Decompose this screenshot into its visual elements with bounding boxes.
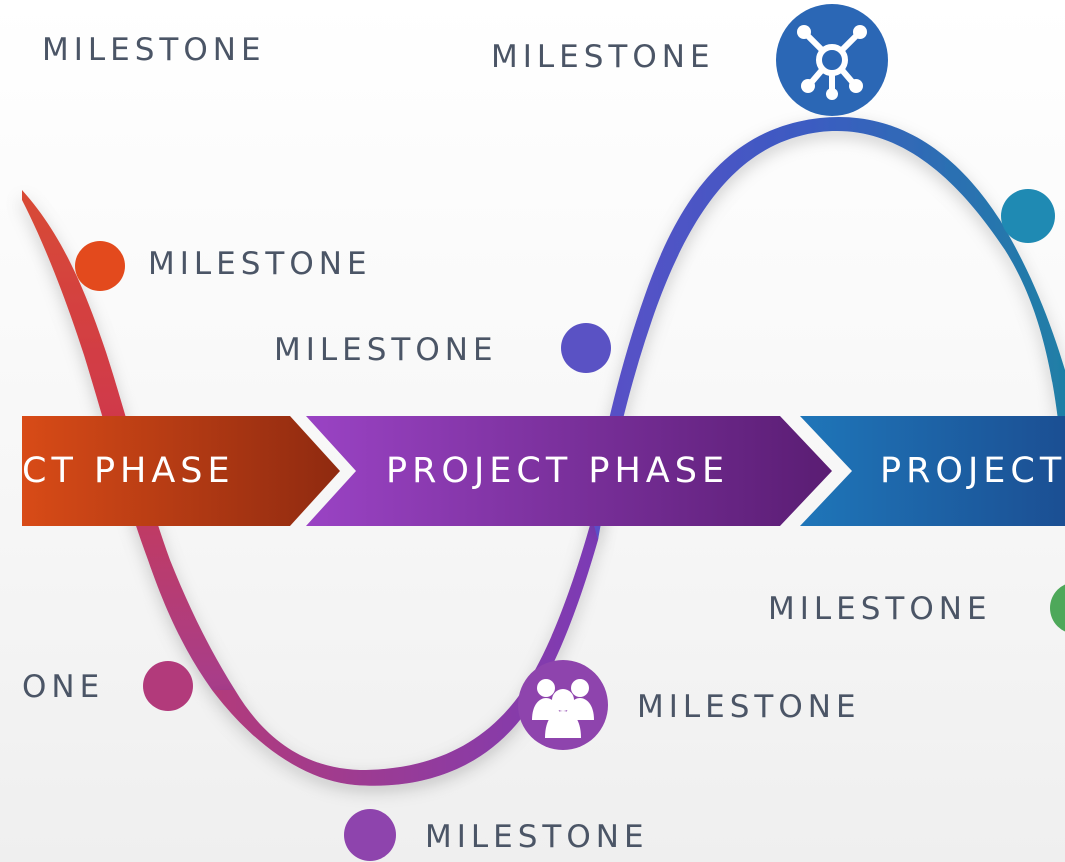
- milestone-label-top-left: MILESTONE: [42, 32, 266, 68]
- milestone-label-team: MILESTONE: [637, 689, 861, 725]
- phase-label-right: PROJECT: [880, 451, 1065, 491]
- milestone-label-magenta-partial: ONE: [22, 669, 105, 705]
- phase-arrow-left: [22, 416, 340, 526]
- milestone-label-green: MILESTONE: [768, 591, 992, 627]
- milestone-dot-purple: [344, 809, 396, 861]
- phase-arrow-right: [800, 416, 1065, 526]
- phase-arrow-middle: [306, 416, 832, 526]
- milestone-dot-magenta: [143, 661, 193, 711]
- milestone-dot-teal: [1001, 189, 1055, 243]
- milestone-dot-green: [1050, 584, 1065, 632]
- milestone-label-orange: MILESTONE: [148, 246, 372, 282]
- milestone-label-violet: MILESTONE: [274, 332, 498, 368]
- network-hub-icon: [776, 4, 888, 116]
- milestone-label-top-center: MILESTONE: [491, 39, 715, 75]
- milestone-label-bottom: MILESTONE: [425, 819, 649, 855]
- team-people-icon: [518, 660, 608, 750]
- phase-label-middle: PROJECT PHASE: [386, 451, 730, 491]
- phase-label-left: CT PHASE: [22, 451, 235, 491]
- milestone-dot-violet: [561, 323, 611, 373]
- milestone-dot-orange: [75, 241, 125, 291]
